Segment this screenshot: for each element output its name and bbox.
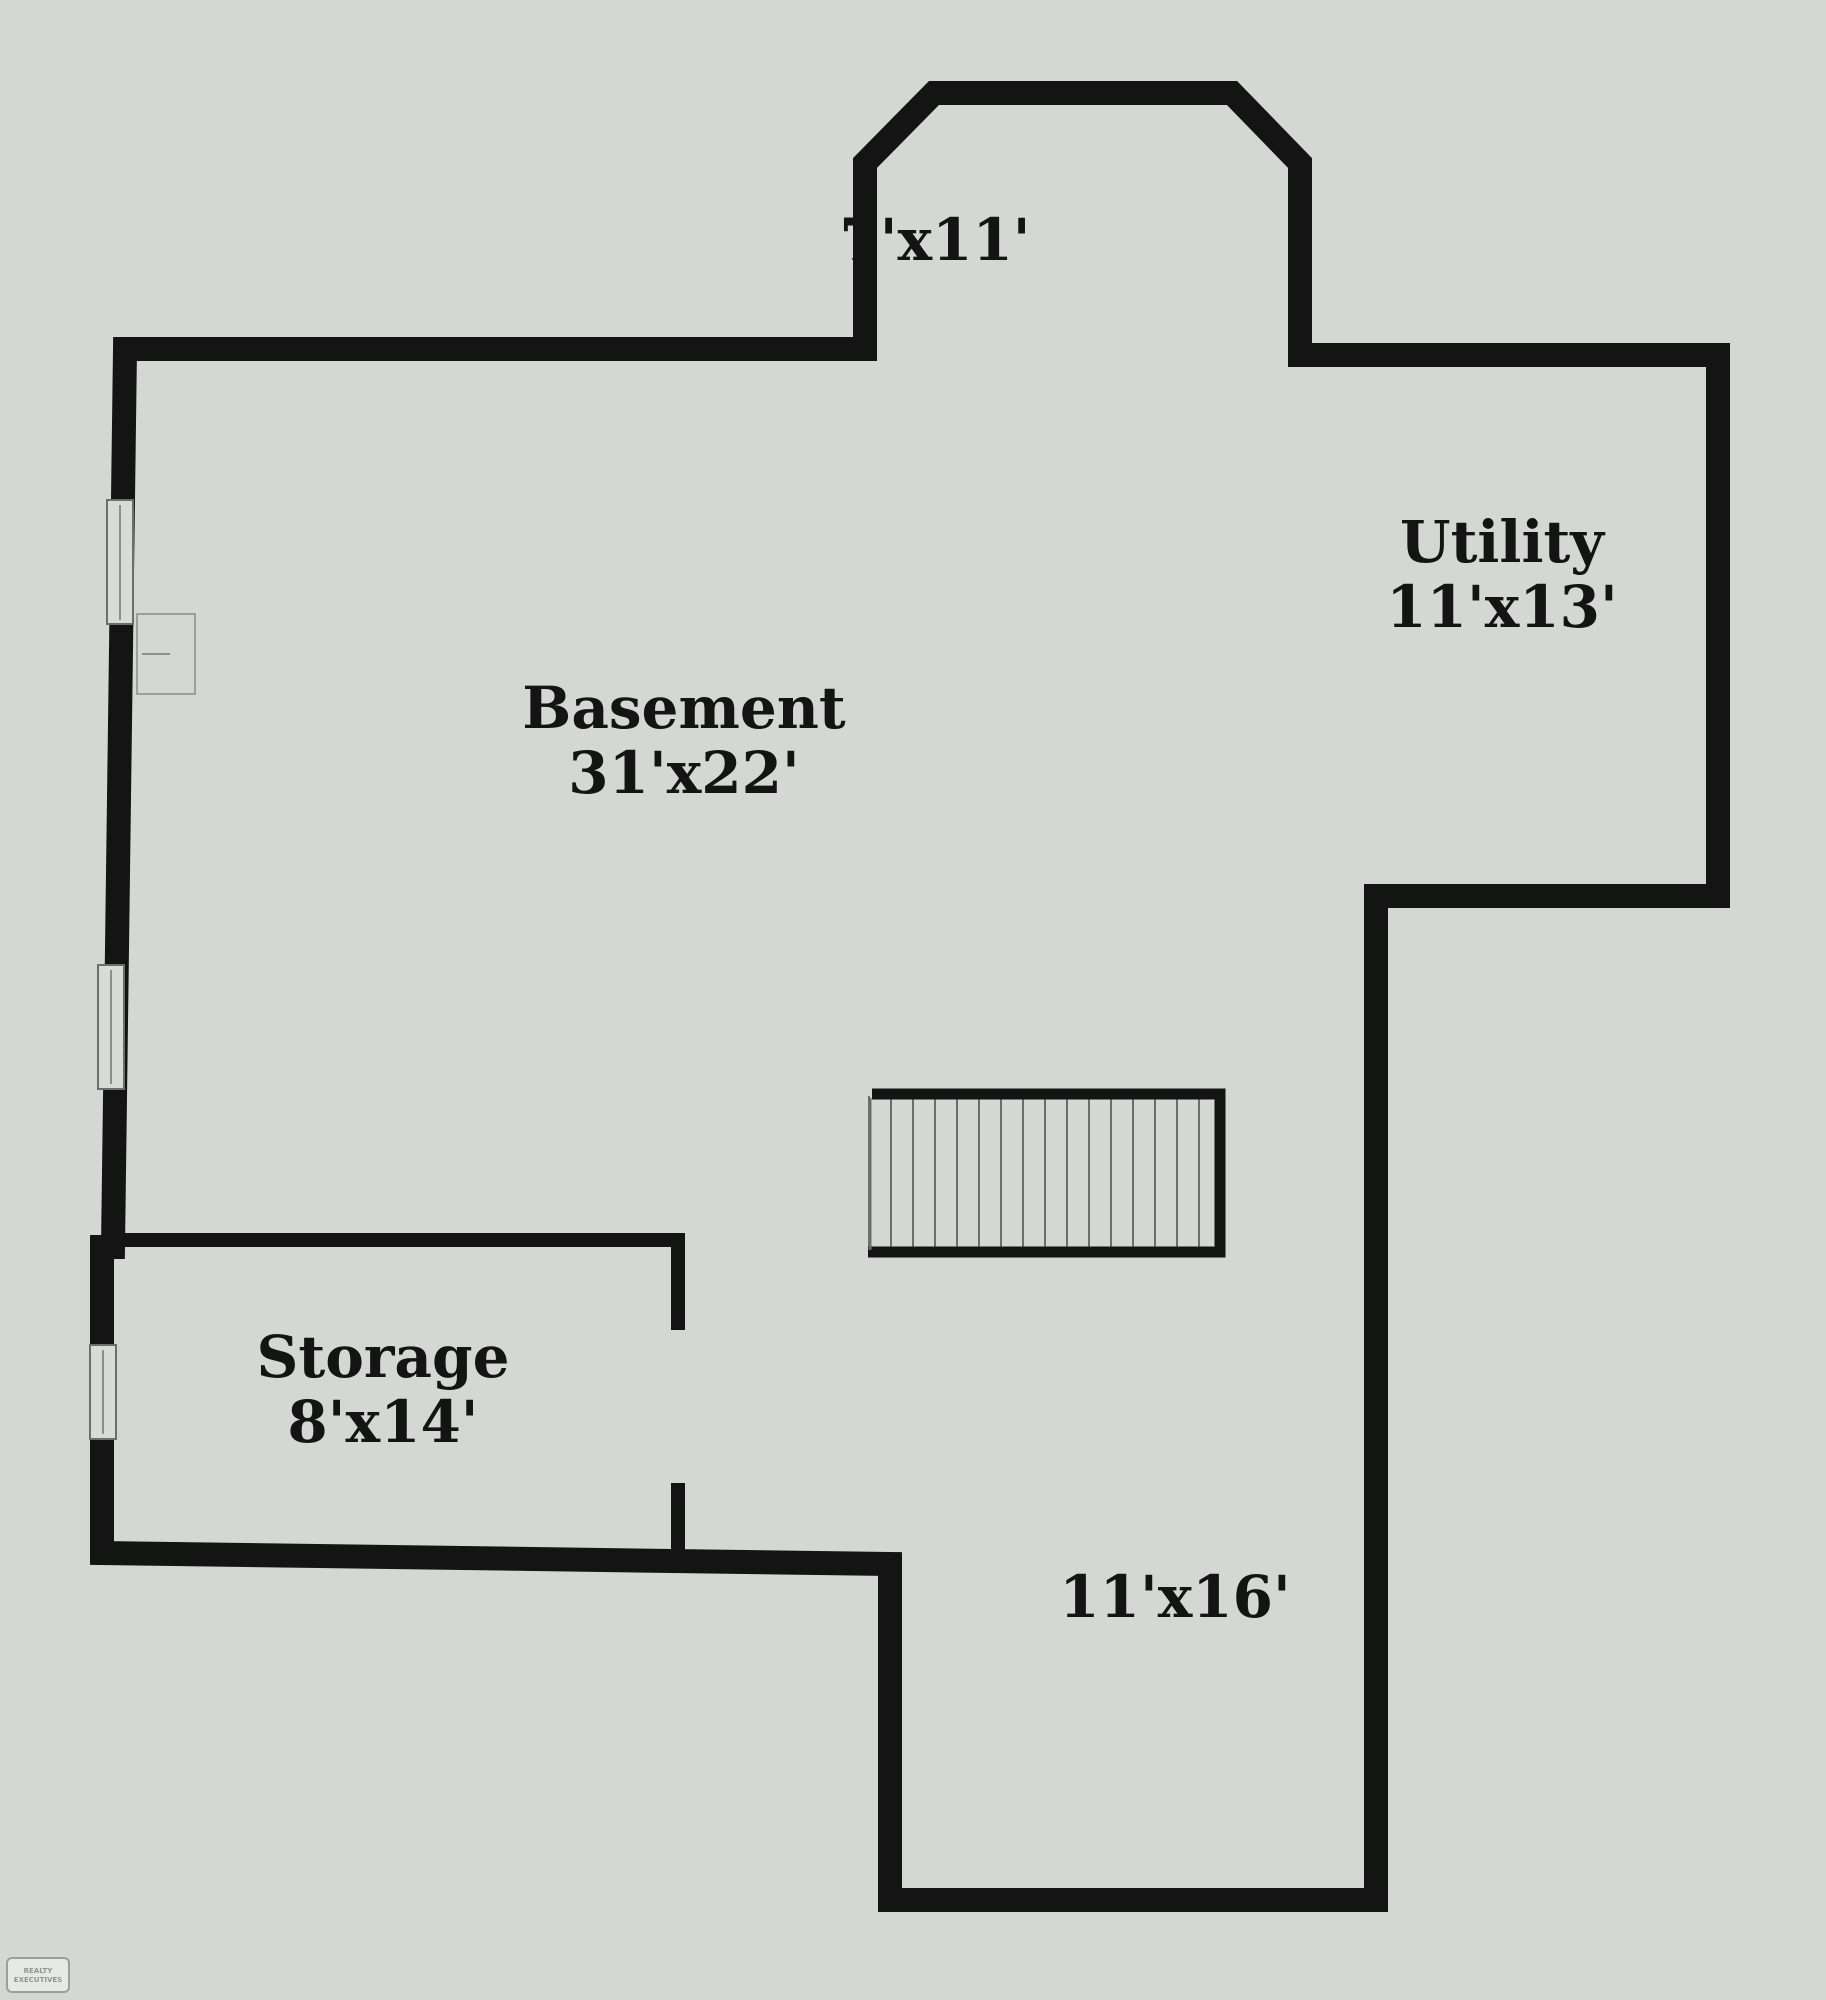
room-dimensions: 11'x16' xyxy=(1059,1563,1291,1631)
room-label-utility: Utility 11'x13' xyxy=(1302,510,1702,640)
watermark-text: REALTY EXECUTIVES xyxy=(13,1967,63,1984)
wall-fixture xyxy=(136,613,196,695)
realty-watermark-logo: REALTY EXECUTIVES xyxy=(6,1957,70,1993)
room-label-lower: 11'x16' xyxy=(1025,1565,1325,1630)
staircase xyxy=(868,1088,1226,1258)
room-label-basement: Basement 31'x22' xyxy=(444,676,924,806)
room-dimensions: 8'x14' xyxy=(287,1387,479,1456)
room-dimensions: 7'x11' xyxy=(839,206,1031,274)
room-dimensions: 31'x22' xyxy=(568,738,800,807)
storage-wall-top xyxy=(115,1233,685,1330)
room-name: Basement xyxy=(522,674,846,742)
room-name: Storage xyxy=(256,1323,510,1391)
room-dimensions: 11'x13' xyxy=(1386,572,1618,641)
exterior-wall xyxy=(90,81,1730,1912)
room-label-storage: Storage 8'x14' xyxy=(173,1325,593,1455)
room-name: Utility xyxy=(1400,508,1604,576)
room-label-top: 7'x11' xyxy=(785,208,1085,273)
